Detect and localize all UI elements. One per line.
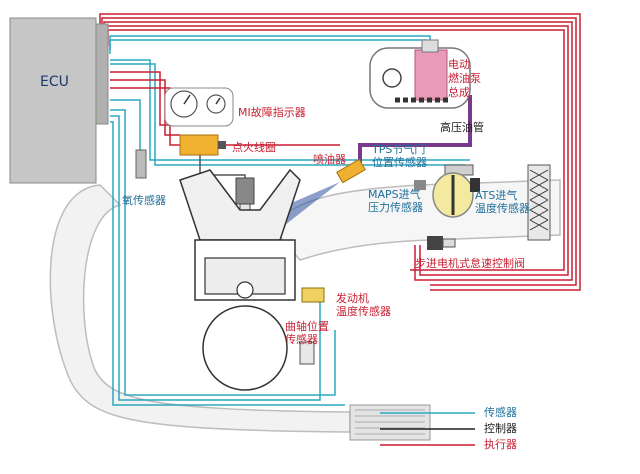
tps-label-2: 位置传感器 (372, 156, 427, 169)
wire-actuator-2 (101, 17, 577, 286)
wire-actuator-1 (99, 13, 581, 291)
fuel-pump-label-3: 总成 (448, 86, 470, 99)
high-pressure-pipe-label: 高压油管 (440, 121, 484, 134)
tps-label-1: TPS节气门 (372, 143, 426, 156)
wire-sensor-o2 (110, 121, 345, 406)
fuel-pump-label-2: 燃油泵 (448, 72, 481, 85)
ignition-coil-label: 点火线圈 (232, 141, 276, 154)
wire-sensor-3 (110, 59, 470, 161)
o2-sensor-label: 氧传感器 (122, 194, 166, 207)
coolant-temp-label-1: 发动机 (336, 292, 369, 305)
crank-sensor-label-2: 传感器 (285, 333, 318, 346)
ats-sensor (470, 178, 480, 192)
crank-position-sensor (299, 341, 315, 365)
maps-sensor (414, 180, 426, 190)
high-pressure-fuel-line (358, 95, 472, 170)
wire-sensor-4 (110, 63, 465, 166)
wire-sensor-crank (110, 109, 336, 396)
idle-valve-label: 步进电机式怠速控制阀 (415, 257, 525, 270)
wire-sensor-5 (110, 99, 141, 150)
mil-label: MI故障指示器 (238, 106, 306, 119)
maps-label-1: MAPS进气 (368, 188, 421, 201)
ecu-box (9, 17, 97, 184)
idle-control-valve (427, 236, 443, 250)
air-filter (527, 164, 551, 241)
coolant-temp-sensor (301, 287, 325, 303)
legend-controller: 控制器 (484, 422, 517, 435)
o2-sensor (135, 149, 147, 179)
crankshaft (202, 305, 288, 391)
crank-sensor-label-1: 曲轴位置 (285, 320, 329, 333)
spark-plug (235, 177, 255, 205)
wire-sensor-temp (110, 115, 321, 401)
fuel-injector (336, 158, 366, 184)
ecu-connector (95, 23, 109, 125)
legend-actuator: 执行器 (484, 438, 517, 451)
ats-label-2: 温度传感器 (475, 202, 530, 215)
fuel-pump (414, 49, 448, 101)
wire-sensor-1 (109, 35, 431, 50)
cylinder-head (179, 168, 301, 241)
fuel-spray (275, 182, 340, 225)
coolant-temp-label-2: 温度传感器 (336, 305, 391, 318)
maps-label-2: 压力传感器 (368, 201, 423, 214)
ignition-coil (179, 134, 219, 156)
legend-sensor: 传感器 (484, 406, 517, 419)
fuel-pump-label-1: 电动 (448, 58, 470, 71)
ats-label-1: ATS进气 (475, 189, 518, 202)
ecu-label: ECU (40, 74, 69, 90)
injector-label: 喷油器 (313, 153, 346, 166)
